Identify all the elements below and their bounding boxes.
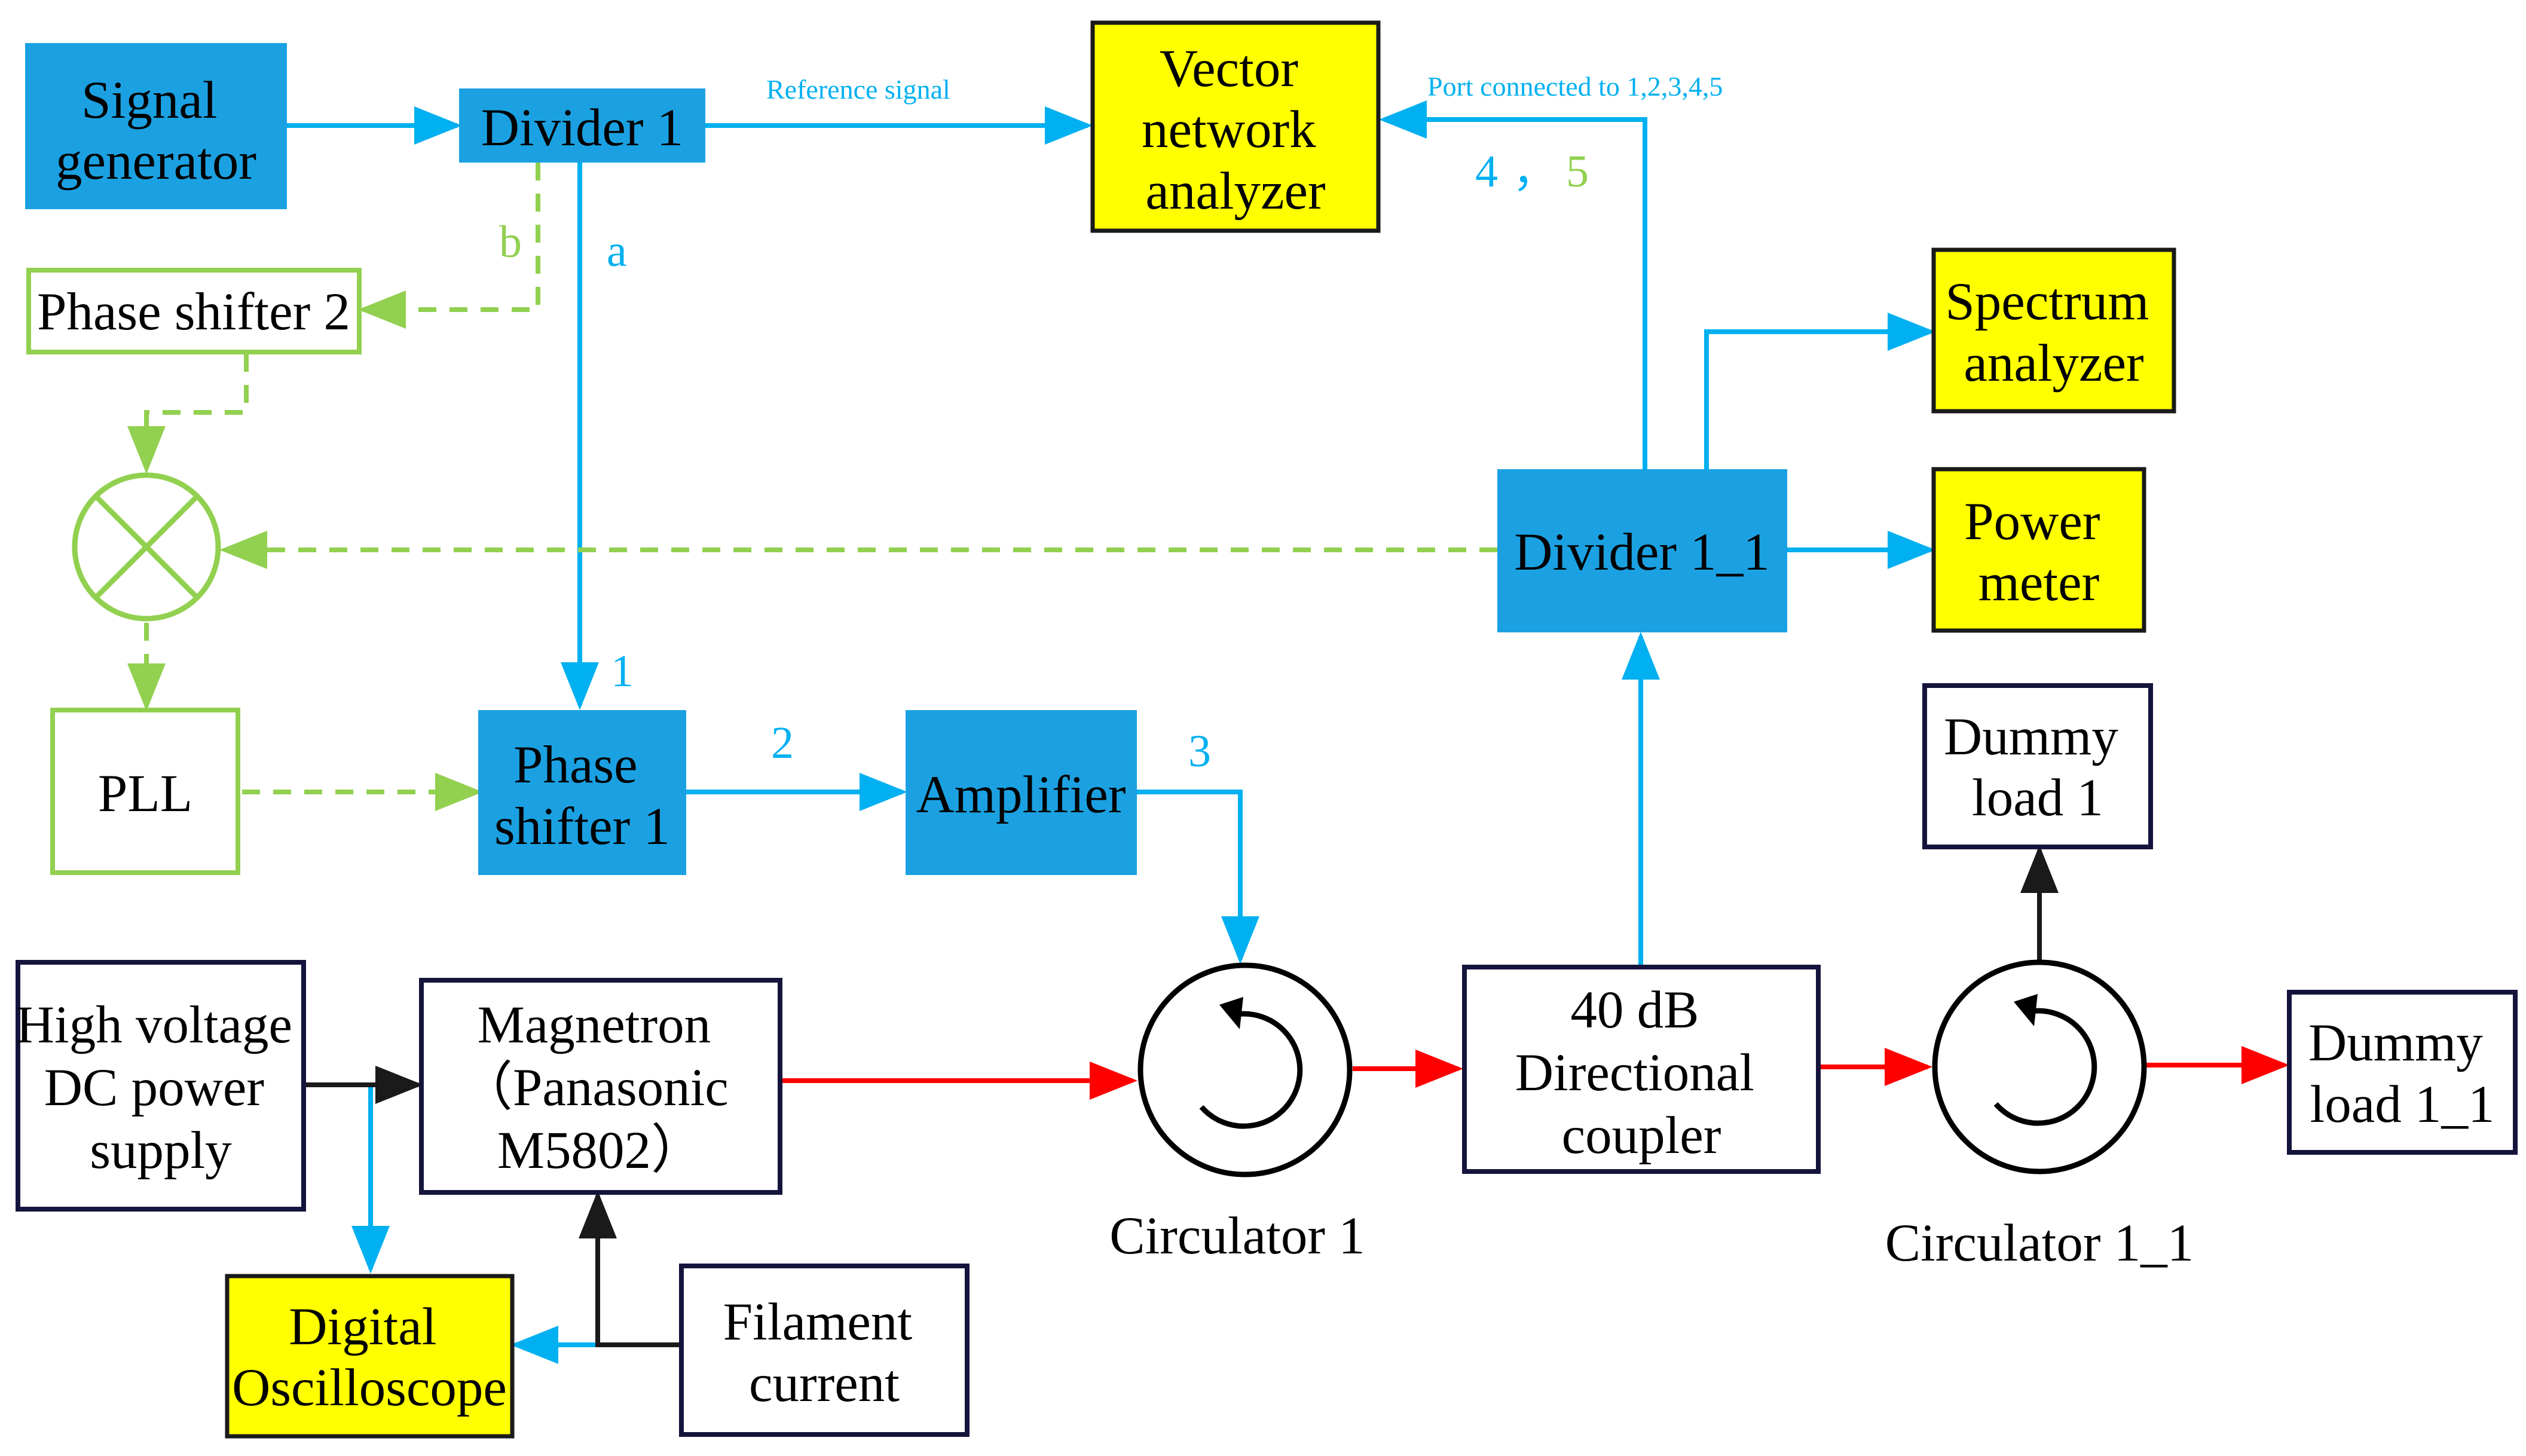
svg-text:40 dB Directional: 40 dB Directional coupler	[1515, 981, 1768, 1165]
mixer-x-circle-icon	[72, 472, 221, 622]
path-b-label: b	[499, 217, 522, 267]
power-meter-line-2: meter	[1978, 553, 2100, 612]
wire-divider-1-1-to-vna	[1379, 100, 1647, 469]
svg-text:Amplifier: Amplifier	[916, 766, 1126, 824]
svg-text:Digital Oscilloscope: Digital Oscilloscope	[232, 1298, 507, 1417]
wire-amplifier-to-circulator-1	[1137, 790, 1259, 964]
hv-supply-line-3: supply	[90, 1121, 232, 1180]
port-4-label: 4	[1475, 146, 1498, 197]
magnetron-line-3: M5802）	[497, 1121, 704, 1180]
block-dummy-load-1: Dummy load 1	[1922, 683, 2153, 849]
svg-text:Magnetron （Panasonic: Magnetron （Panasonic M5802）	[460, 996, 742, 1180]
block-power-meter: Power meter	[1931, 467, 2146, 633]
hv-supply-line-2: DC power	[44, 1059, 264, 1117]
block-magnetron: Magnetron （Panasonic M5802）	[419, 978, 782, 1195]
svg-text:Vector network ana: Vector network analyzer	[1142, 39, 1329, 221]
svg-text:Filament current: Filament current	[723, 1293, 926, 1413]
svg-text:Power meter: Power meter	[1964, 493, 2114, 612]
wire-divider-1-1-to-spectrum	[1704, 313, 1935, 469]
divider-1-1-label: Divider 1_1	[1514, 523, 1770, 582]
dummy-load-1-line-1: Dummy	[1944, 708, 2118, 766]
block-phase-shifter-1: Phase shifter 1	[478, 710, 686, 875]
oscilloscope-line-2: Oscilloscope	[232, 1359, 507, 1417]
wire-phase-shifter-2-to-mixer	[127, 354, 249, 474]
svg-text:Divider 1_1: Divider 1_1	[1514, 523, 1770, 582]
phase-shifter-1-line-1: Phase	[513, 736, 638, 794]
circular-arrow-icon	[1993, 994, 2097, 1126]
wire-path-b-to-phase-shifter-2	[358, 163, 540, 329]
reference-signal-label: Reference signal	[766, 74, 950, 105]
block-divider-1: Divider 1	[459, 88, 705, 163]
dummy-load-1-1-line-2: load 1_1	[2310, 1075, 2495, 1134]
block-high-voltage-dc-supply: High voltage DC power supply	[16, 960, 306, 1212]
svg-text:Dummy load 1: Dummy load 1	[1944, 708, 2131, 827]
vna-line-2: network	[1142, 100, 1316, 159]
circulator-1-1	[1932, 959, 2147, 1174]
spectrum-analyzer-line-1: Spectrum	[1945, 273, 2149, 331]
svg-text:High voltage DC power: High voltage DC power supply	[16, 996, 305, 1180]
phase-shifter-2-label: Phase shifter 2	[37, 283, 350, 341]
path-a-label: a	[607, 226, 627, 276]
block-directional-coupler: 40 dB Directional coupler	[1462, 965, 1821, 1174]
block-filament-current: Filament current	[679, 1264, 970, 1437]
block-digital-oscilloscope: Digital Oscilloscope	[225, 1274, 515, 1439]
port-3-label: 3	[1188, 726, 1211, 776]
signal-generator-line-2: generator	[56, 132, 256, 191]
port-separator: ，	[1512, 146, 1558, 197]
dummy-load-1-1-line-1: Dummy	[2308, 1014, 2483, 1072]
circulator-1-label: Circulator 1	[1109, 1207, 1365, 1265]
mixer	[72, 472, 221, 622]
oscilloscope-line-1: Digital	[289, 1298, 436, 1356]
power-meter-line-1: Power	[1964, 493, 2100, 551]
magnetron-line-2: （Panasonic	[460, 1059, 729, 1117]
amplifier-label: Amplifier	[916, 766, 1126, 824]
svg-text:PLL: PLL	[98, 764, 192, 823]
port-5-label: 5	[1566, 146, 1589, 197]
port-4-5-label: 4 ， 5	[1475, 146, 1589, 197]
block-amplifier: Amplifier	[906, 710, 1137, 875]
magnetron-line-1: Magnetron	[478, 996, 711, 1054]
block-divider-1-1: Divider 1_1	[1497, 469, 1787, 632]
block-signal-generator: Signal generator	[25, 43, 287, 209]
block-spectrum-analyzer: Spectrum analyzer	[1931, 247, 2176, 414]
vna-line-1: Vector	[1160, 39, 1298, 98]
svg-text:Spectrum analyzer: Spectrum analyzer	[1945, 273, 2162, 393]
block-vector-network-analyzer: Vector network analyzer	[1090, 20, 1381, 233]
pll-label: PLL	[98, 764, 192, 823]
phase-shifter-1-line-2: shifter 1	[494, 797, 670, 856]
svg-text:Signal generator: Signal generator	[56, 71, 256, 191]
coupler-line-2: Directional	[1515, 1044, 1754, 1102]
circulator-1-1-label: Circulator 1_1	[1885, 1214, 2194, 1273]
block-pll: PLL	[50, 708, 240, 875]
svg-text:Divider 1: Divider 1	[481, 99, 684, 157]
port-1-label: 1	[611, 646, 634, 696]
port-2-label: 2	[771, 718, 794, 768]
coupler-line-1: 40 dB	[1570, 981, 1699, 1039]
circular-arrow-icon	[1199, 997, 1303, 1129]
svg-text:Dummy load 1_1: Dummy load 1_1	[2308, 1014, 2496, 1134]
filament-line-2: current	[749, 1354, 900, 1413]
divider-1-label: Divider 1	[481, 99, 684, 157]
block-phase-shifter-2: Phase shifter 2	[26, 268, 362, 354]
spectrum-analyzer-line-2: analyzer	[1964, 334, 2143, 393]
coupler-line-3: coupler	[1562, 1106, 1721, 1165]
filament-line-1: Filament	[723, 1293, 913, 1351]
block-dummy-load-1-1: Dummy load 1_1	[2287, 990, 2518, 1155]
signal-generator-line-1: Signal	[81, 71, 217, 130]
connectors	[127, 100, 2289, 1364]
port-connected-label: Port connected to 1,2,3,4,5	[1427, 71, 1723, 102]
svg-text:Phase shifter 1: Phase shifter 1	[494, 736, 670, 856]
wire-filament-to-magnetron	[579, 1191, 681, 1347]
hv-supply-line-1: High voltage	[16, 996, 292, 1054]
dummy-load-1-line-2: load 1	[1972, 769, 2103, 827]
circulator-1	[1137, 962, 1353, 1177]
svg-text:Phase shifter 2: Phase shifter 2	[37, 283, 350, 341]
vna-line-3: analyzer	[1145, 162, 1325, 221]
